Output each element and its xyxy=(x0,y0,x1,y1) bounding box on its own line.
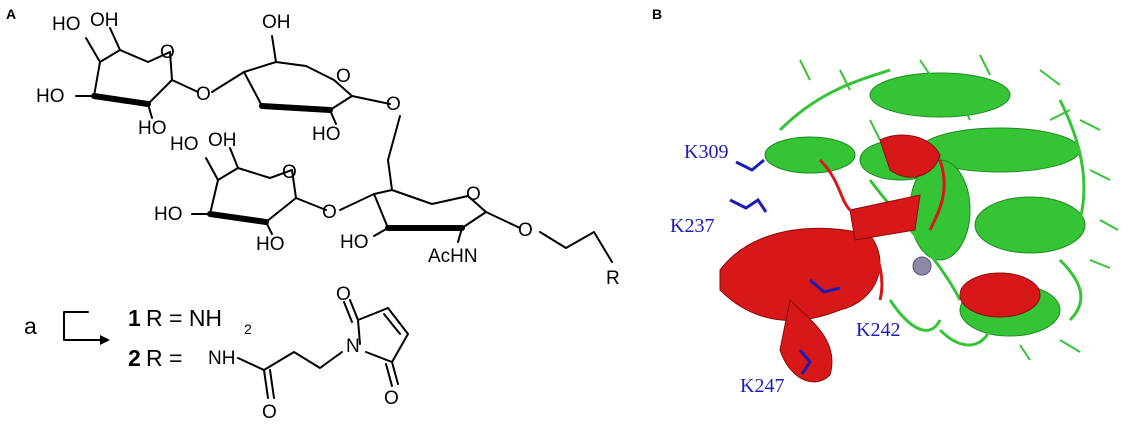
lysine-k242-sticks xyxy=(809,278,841,294)
lysine-k237-sticks xyxy=(729,197,768,213)
green-side-chains xyxy=(799,54,1119,361)
panel-a-chemical-structure: A HO OH O HO HO O xyxy=(6,6,620,423)
red-domain-loops xyxy=(818,158,946,301)
reaction-step-label: a xyxy=(24,313,37,339)
atom-ho: HO xyxy=(340,232,369,253)
atom-n: N xyxy=(346,336,360,357)
label-k237: K237 xyxy=(670,215,714,237)
atom-glycosidic-o: O xyxy=(196,84,211,105)
label-k242: K242 xyxy=(856,319,900,341)
panel-letter-a: A xyxy=(6,6,17,22)
protein-cartoon: K309 K237 K242 K247 xyxy=(670,54,1119,397)
reaction-arrow xyxy=(63,311,110,345)
galactose-ring-bottom xyxy=(191,147,327,235)
atom-ho: HO xyxy=(52,14,81,35)
atom-ho: HO xyxy=(138,118,167,139)
atom-carbonyl-o: O xyxy=(384,388,399,409)
red-domain xyxy=(719,134,1041,383)
metal-ion xyxy=(912,256,932,276)
atom-oh: OH xyxy=(90,10,119,31)
atom-ho: HO xyxy=(36,86,65,107)
atom-oh: OH xyxy=(208,130,237,151)
label-k309: K309 xyxy=(684,141,728,163)
atom-r: R xyxy=(606,268,620,289)
atom-ho: HO xyxy=(154,204,183,225)
compound-1-subscript: 2 xyxy=(244,321,252,337)
atom-amide-o: O xyxy=(262,402,277,423)
atom-ho: HO xyxy=(170,134,199,155)
atom-ho: HO xyxy=(312,124,341,145)
glcnac-ring xyxy=(339,189,521,243)
compound-1-r-definition: R = NH xyxy=(146,305,222,331)
compound-2-r-definition: R = xyxy=(146,345,182,371)
compound-1-number: 1 xyxy=(128,305,141,331)
atom-glycosidic-o: O xyxy=(386,94,401,115)
atom-nh: NH xyxy=(208,348,235,369)
glucose-ring-top xyxy=(211,35,391,125)
atom-anomeric-o: O xyxy=(518,220,533,241)
atom-ho: HO xyxy=(256,234,285,255)
lysine-k247-sticks xyxy=(798,349,812,375)
atom-achn: AcHN xyxy=(428,246,478,267)
atom-glycosidic-o: O xyxy=(322,202,337,223)
maleimide-linker xyxy=(237,299,409,399)
panel-letter-b: B xyxy=(652,6,663,22)
compound-2-number: 2 xyxy=(128,345,141,371)
atom-ring-o: O xyxy=(336,66,351,87)
lysine-side-chains xyxy=(729,158,841,375)
lysine-k309-sticks xyxy=(735,158,765,172)
glycan-structure-drawing: HO OH O HO HO O OH O HO O xyxy=(24,10,620,423)
atom-ring-o: O xyxy=(282,162,297,183)
green-domain-loops xyxy=(778,68,1086,347)
atom-carbonyl-o: O xyxy=(336,284,351,305)
atom-oh: OH xyxy=(262,12,291,33)
panel-b-protein-structure: B xyxy=(640,0,1140,427)
galactose-ring-top xyxy=(75,27,199,119)
atom-ring-o: O xyxy=(466,184,481,205)
atom-ring-o: O xyxy=(160,42,175,63)
label-k247: K247 xyxy=(740,375,784,397)
